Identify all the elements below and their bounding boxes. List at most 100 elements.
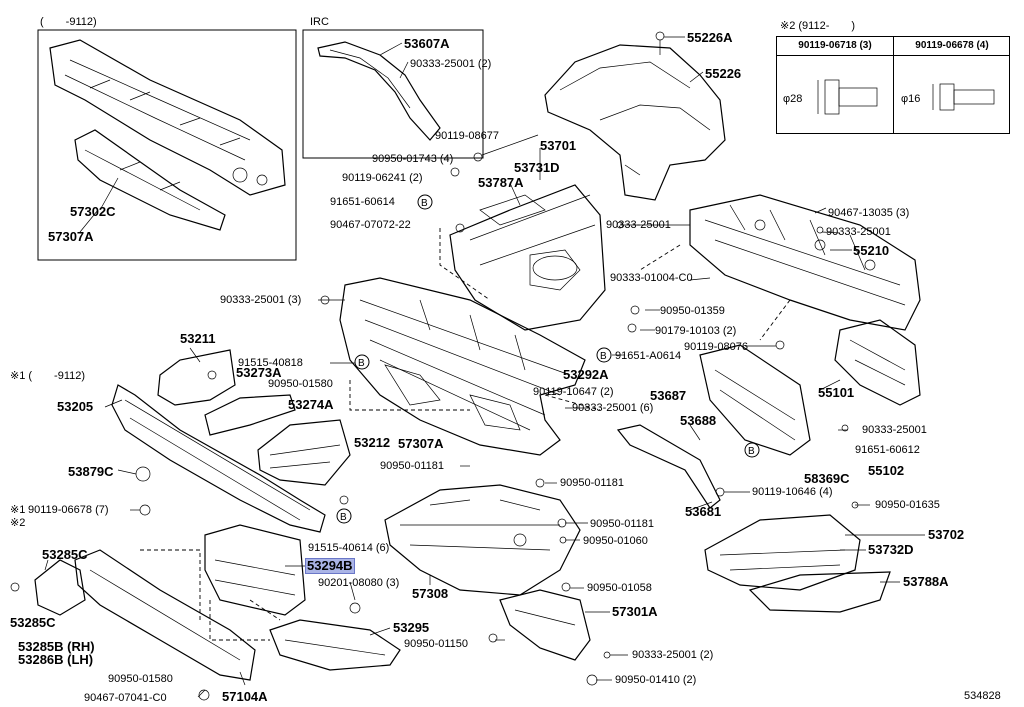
part-53285-brace xyxy=(34,559,86,616)
callout-53211[interactable]: 53211 xyxy=(180,331,216,346)
callout-91651-60614[interactable]: 91651-60614 xyxy=(330,196,395,208)
callout-91651-a0614[interactable]: 91651-A0614 xyxy=(615,350,682,362)
callout-90950-01181-c[interactable]: 90950-01181 xyxy=(590,518,655,530)
part-57301a-member xyxy=(499,589,591,661)
callout-53294b-highlighted[interactable]: 53294B xyxy=(305,558,355,574)
callout-58369c[interactable]: 58369C xyxy=(804,471,850,486)
callout-90950-01580-a[interactable]: 90950-01580 xyxy=(268,378,333,390)
callout-55210[interactable]: 55210 xyxy=(853,243,890,258)
callout-53292a[interactable]: 53292A xyxy=(563,367,609,382)
svg-text:B: B xyxy=(600,351,607,362)
callout-57307a-top[interactable]: 57307A xyxy=(48,229,94,244)
callout-91515-40614[interactable]: 91515-40614 (6) xyxy=(308,542,390,554)
callout-90119-06241[interactable]: 90119-06241 (2) xyxy=(342,172,423,184)
callout-53687[interactable]: 53687 xyxy=(650,388,687,403)
callout-57307a-mid[interactable]: 57307A xyxy=(398,436,444,451)
part-55101-panel xyxy=(834,319,921,406)
diagram-code: 534828 xyxy=(964,690,1001,702)
callout-57308[interactable]: 57308 xyxy=(412,586,449,601)
callout-90333-25001-r3[interactable]: 90333-25001 xyxy=(862,424,927,436)
callout-53286b-lh[interactable]: 53286B (LH) xyxy=(18,652,94,667)
callout-90950-01150[interactable]: 90950-01150 xyxy=(404,638,469,650)
part-53295-plate xyxy=(269,619,401,671)
inset-box-irc xyxy=(302,29,484,159)
callout-90179-10103[interactable]: 90179-10103 (2) xyxy=(655,325,737,337)
callout-90950-01060[interactable]: 90950-01060 xyxy=(583,535,648,547)
inset-note2-range: ※2 (9112- ) xyxy=(780,20,856,32)
part-53702-apron xyxy=(704,514,861,591)
callout-90119-08677[interactable]: 90119-08677 xyxy=(435,130,500,142)
part-53273a-bracket xyxy=(204,394,296,436)
callout-55101[interactable]: 55101 xyxy=(818,385,855,400)
callout-53702[interactable]: 53702 xyxy=(928,527,965,542)
callout-53879c[interactable]: 53879C xyxy=(68,464,114,479)
callout-57301a[interactable]: 57301A xyxy=(612,604,658,619)
callout-90950-01580-b[interactable]: 90950-01580 xyxy=(108,673,173,685)
callout-57302c[interactable]: 57302C xyxy=(70,204,116,219)
callout-note-star1: ※1 xyxy=(10,504,26,516)
callout-90467-13035[interactable]: 90467-13035 (3) xyxy=(828,207,910,219)
callout-90333-25001-r1[interactable]: 90333-25001 xyxy=(606,219,671,231)
part-53701-apron xyxy=(449,184,606,331)
part-53205-support xyxy=(111,384,326,533)
callout-53731d[interactable]: 53731D xyxy=(514,160,560,175)
callout-90467-07041[interactable]: 90467-07041-C0 xyxy=(84,692,167,704)
callout-53681[interactable]: 53681 xyxy=(685,504,722,519)
callout-90119-10647[interactable]: 90119-10647 (2) xyxy=(533,386,614,398)
callout-90950-01635[interactable]: 90950-01635 xyxy=(875,499,940,511)
bolt-table-col2-diameter: φ16 xyxy=(901,93,921,105)
bolt-table-drawings xyxy=(817,79,995,115)
callout-90333-25001-2-top[interactable]: 90333-25001 (2) xyxy=(410,58,492,70)
inset-range-top-left: ( -9112) xyxy=(40,16,97,28)
callout-90119-08076[interactable]: 90119-08076 xyxy=(684,341,749,353)
callout-90119-06678-7[interactable]: 90119-06678 (7) xyxy=(28,504,109,516)
inset-note1-range: ※1 ( -9112) xyxy=(10,370,86,382)
callout-90333-25001-r2[interactable]: 90333-25001 xyxy=(826,226,891,238)
callout-57104a[interactable]: 57104A xyxy=(222,689,268,704)
callout-55226a[interactable]: 55226A xyxy=(687,30,733,45)
callout-90333-25001-3[interactable]: 90333-25001 (3) xyxy=(220,294,302,306)
callout-53273a[interactable]: 53273A xyxy=(236,365,282,380)
callout-90950-01058[interactable]: 90950-01058 xyxy=(587,582,652,594)
callout-91651-60612[interactable]: 91651-60612 xyxy=(855,444,920,456)
part-57307a-main-panel xyxy=(339,277,586,456)
callout-53285b-rh[interactable]: 53285B (RH) xyxy=(18,639,95,654)
callout-90333-25001-2-bottom[interactable]: 90333-25001 (2) xyxy=(632,649,714,661)
callout-53732d[interactable]: 53732D xyxy=(868,542,914,557)
callout-55226[interactable]: 55226 xyxy=(705,66,742,81)
callout-90333-01004[interactable]: 90333-01004-C0 xyxy=(610,272,693,284)
callout-53788a[interactable]: 53788A xyxy=(903,574,949,589)
bolt-spec-table: 90119-06718 (3) 90119-06678 (4) φ28 φ16 xyxy=(776,36,1010,134)
bolt-table-col1-part: 90119-06718 (3) xyxy=(777,37,894,56)
callout-53295[interactable]: 53295 xyxy=(393,620,430,635)
callout-90950-01743[interactable]: 90950-01743 (4) xyxy=(372,153,454,165)
callout-90950-01410[interactable]: 90950-01410 (2) xyxy=(615,674,697,686)
callout-90950-01181-a[interactable]: 90950-01181 xyxy=(380,460,445,472)
dashed-reference-lines xyxy=(140,228,791,641)
bolt-table-col1-diameter: φ28 xyxy=(783,93,803,105)
part-55210-cowl xyxy=(689,194,921,331)
callout-90333-25001-6[interactable]: 90333-25001 (6) xyxy=(572,402,654,414)
svg-text:B: B xyxy=(358,358,365,369)
callout-53274a[interactable]: 53274A xyxy=(288,397,334,412)
b-symbols: B B B B B xyxy=(336,194,760,524)
callout-53688[interactable]: 53688 xyxy=(680,413,717,428)
callout-53285c[interactable]: 53285C xyxy=(42,547,88,562)
callout-90950-01359[interactable]: 90950-01359 xyxy=(660,305,725,317)
callout-53285c-left[interactable]: 53285C xyxy=(10,615,56,630)
part-53294b-plate xyxy=(204,524,306,616)
callout-91515-40818[interactable]: 91515-40818 xyxy=(238,357,303,369)
callout-53607a[interactable]: 53607A xyxy=(404,36,450,51)
part-53274a-panel xyxy=(257,419,351,486)
callout-53701[interactable]: 53701 xyxy=(540,138,577,153)
callout-90119-10646[interactable]: 90119-10646 (4) xyxy=(752,486,833,498)
callout-55102[interactable]: 55102 xyxy=(868,463,905,478)
callout-90950-01181-b[interactable]: 90950-01181 xyxy=(560,477,625,489)
callout-53787a[interactable]: 53787A xyxy=(478,175,524,190)
callout-53212[interactable]: 53212 xyxy=(354,435,391,450)
callout-53205[interactable]: 53205 xyxy=(57,399,94,414)
callout-90467-07072[interactable]: 90467-07072-22 xyxy=(330,219,411,231)
callout-90201-08080[interactable]: 90201-08080 (3) xyxy=(318,577,400,589)
inset-box-top-left xyxy=(37,29,297,261)
